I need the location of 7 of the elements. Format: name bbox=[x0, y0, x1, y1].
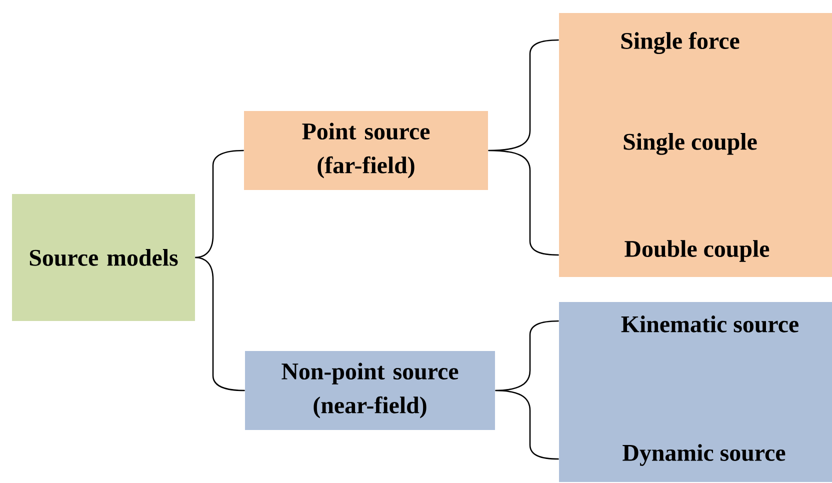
brace-connector bbox=[195, 256, 245, 392]
category-box: Source models bbox=[12, 194, 195, 321]
category-box: Point source (far-field) bbox=[244, 111, 488, 190]
list-box: Single force Single couple Double couple bbox=[559, 13, 832, 277]
brace-connector bbox=[195, 150, 244, 258]
category-box: Non-point source (near-field) bbox=[245, 351, 495, 430]
list-box: Kinematic source Dynamic source bbox=[559, 302, 832, 482]
